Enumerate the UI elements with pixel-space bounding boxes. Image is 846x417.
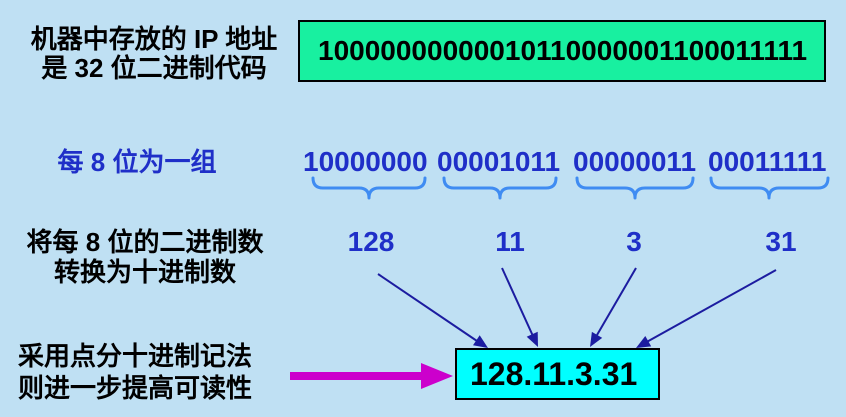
- decimal-value-3: 3: [626, 226, 642, 257]
- binary-ip-value: 10000000000010110000001100011111: [318, 35, 808, 66]
- decimal-conversion-label-line-1: 将每 8 位的二进制数: [26, 227, 264, 257]
- binary-group-4: 00011111: [708, 146, 827, 177]
- group-brace-4: [709, 176, 830, 200]
- binary-group-3: 00000011: [573, 146, 697, 177]
- group-brace-1: [311, 176, 427, 200]
- binary-group-2: 00001011: [437, 146, 561, 177]
- decimal-value-1: 128: [347, 226, 395, 257]
- dotted-decimal-label-line-2: 则进一步提高可读性: [17, 373, 252, 403]
- binary-ip-label: 机器中存放的 IP 地址 是 32 位二进制代码: [0, 25, 308, 83]
- decimal-value-2: 11: [495, 226, 525, 257]
- binary-group-1: 10000000: [303, 146, 428, 177]
- binary-ip-label-line-1: 机器中存放的 IP 地址: [30, 24, 278, 54]
- group-brace-3: [575, 176, 695, 200]
- decimal-conversion-label: 将每 8 位的二进制数 转换为十进制数: [0, 227, 290, 287]
- decimal-value-4: 31: [765, 226, 797, 257]
- conversion-arrow-3: [590, 267, 637, 347]
- dotted-decimal-box: 128.11.3.31: [455, 348, 660, 400]
- conversion-arrow-4: [636, 269, 777, 348]
- dotted-decimal-label-line-1: 采用点分十进制记法: [17, 341, 252, 371]
- conversion-arrow-2: [501, 267, 538, 347]
- dotted-decimal-value: 128.11.3.31: [470, 356, 638, 392]
- emphasis-arrow: [290, 363, 453, 389]
- dotted-decimal-label: 采用点分十进制记法 则进一步提高可读性: [0, 340, 270, 404]
- decimal-conversion-label-line-2: 转换为十进制数: [53, 257, 236, 287]
- binary-ip-box: 10000000000010110000001100011111: [298, 20, 826, 82]
- group-label: 每 8 位为一组: [57, 147, 217, 177]
- binary-ip-label-line-2: 是 32 位二进制代码: [41, 53, 267, 83]
- group-brace-2: [442, 176, 558, 200]
- conversion-arrow-1: [377, 273, 488, 348]
